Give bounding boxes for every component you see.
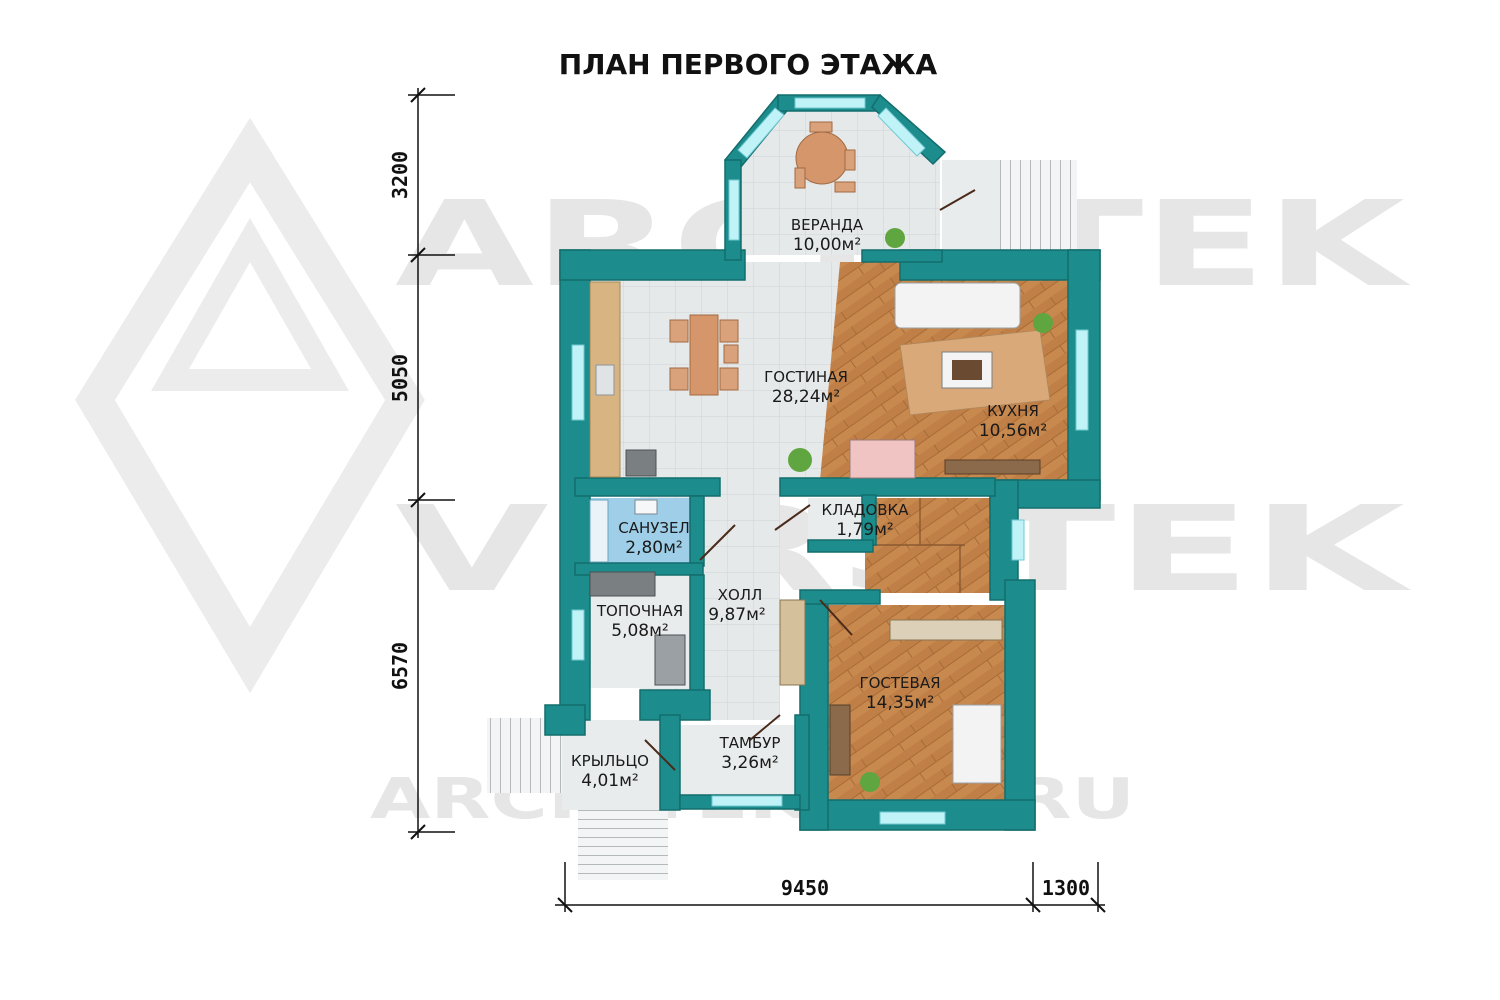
plan-title: ПЛАН ПЕРВОГО ЭТАЖА [559,48,938,81]
room-name-living: ГОСТИНАЯ [764,368,848,386]
plant-icon [1033,313,1053,333]
room-name-kitchen: КУХНЯ [987,402,1039,420]
wardrobe [779,599,806,686]
boiler-icon [654,634,686,686]
window [794,97,866,109]
plant-icon [885,228,905,248]
room-area-bathroom: 2,80м² [625,538,683,558]
room-area-living: 28,24м² [772,387,840,407]
room-area-porch: 4,01м² [581,771,639,791]
window [711,795,783,807]
window [737,107,785,159]
boiler-unit [589,571,656,597]
veranda-steps [942,160,1077,260]
room-name-bathroom: САНУЗЕЛ [618,519,690,537]
window [571,609,585,661]
plant-icon [788,448,812,472]
room-area-veranda: 10,00м² [793,235,861,255]
dimension-lines [408,87,1106,913]
sink-icon [595,364,615,396]
room-name-porch: КРЫЛЬЦО [571,752,649,770]
room-area-pantry: 1,79м² [836,520,894,540]
vestibule-floor [680,725,798,795]
room-area-kitchen: 10,56м² [979,421,1047,441]
dimension-width-extension: 1300 [1042,876,1090,900]
room-name-pantry: КЛАДОВКА [822,501,910,519]
dimension-width-main: 9450 [781,876,829,900]
dining-table [689,314,719,396]
furniture [589,121,1053,792]
stove-icon [625,449,657,477]
window [571,344,585,421]
watermark-logo-icon [75,117,425,694]
room-name-hall: ХОЛЛ [718,586,763,604]
walls [544,93,1101,831]
room-area-boiler: 5,08м² [611,621,669,641]
plant-icon [860,772,880,792]
room-area-guest: 14,35м² [866,693,934,713]
room-name-boiler: ТОПОЧНАЯ [596,602,683,620]
guest-wardrobe [889,619,1003,641]
window [1075,329,1089,431]
room-name-guest: ГОСТЕВАЯ [859,674,940,692]
room-area-vestibule: 3,26м² [721,753,779,773]
windows [571,97,1089,825]
window [879,811,946,825]
window [728,179,740,241]
sofa [894,282,1021,329]
washbasin-icon [634,499,658,515]
room-area-hall: 9,87м² [708,605,766,625]
dimension-labels: 3200 5050 6570 9450 1300 [388,151,1090,900]
armchair [849,439,916,479]
window [1011,519,1025,561]
doors [644,189,976,771]
guest-bed [952,704,1002,784]
room-labels: ВЕРАНДА 10,00м² ГОСТИНАЯ 28,24м² КУХНЯ 1… [571,216,1047,791]
veranda-floor [740,100,940,255]
room-name-vestibule: ТАМБУР [719,734,781,752]
bathtub-icon [589,499,609,563]
tv-stand [944,459,1041,475]
room-name-veranda: ВЕРАНДА [791,216,864,234]
dimension-height-veranda: 3200 [388,151,412,199]
dimension-height-bottom: 6570 [388,642,412,690]
dimension-height-middle: 5050 [388,354,412,402]
guest-desk [829,704,851,776]
porch-steps-bottom [578,808,668,880]
window [877,107,926,157]
